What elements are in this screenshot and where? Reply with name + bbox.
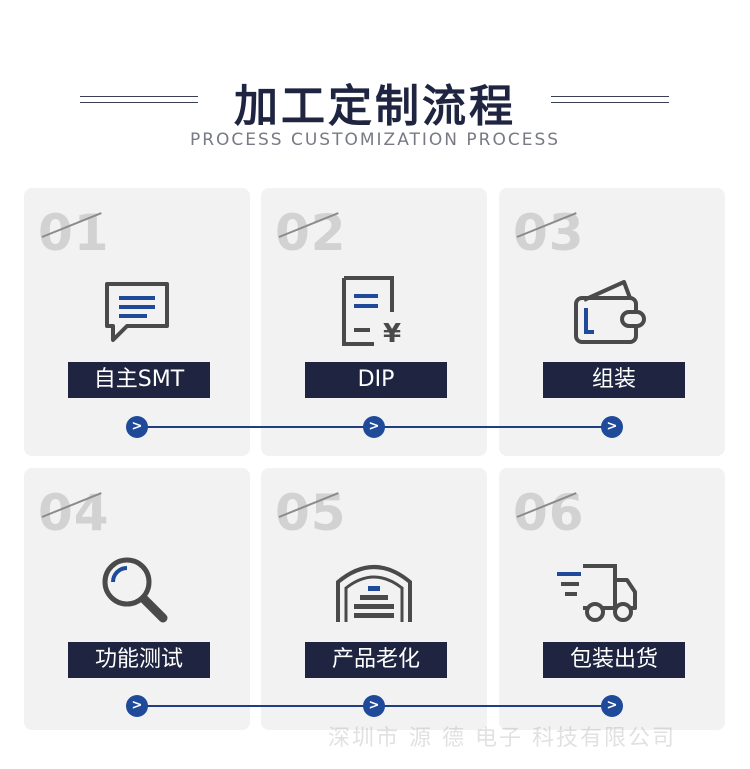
step-card-2: 02 ¥ DIP xyxy=(261,188,487,456)
page-title: 加工定制流程 xyxy=(234,81,516,132)
step-card-1: 01 自主SMT xyxy=(24,188,250,456)
header-decoration-left xyxy=(80,96,198,104)
step-label: 自主SMT xyxy=(68,362,210,398)
warehouse-icon xyxy=(336,565,412,622)
step-label: DIP xyxy=(305,362,447,398)
flow-arrow-icon: > xyxy=(601,695,623,717)
step-label: 组装 xyxy=(543,362,685,398)
company-watermark: 深圳市 源 德 电子 科技有限公司 xyxy=(328,726,676,751)
truck-icon xyxy=(557,564,637,622)
step-label: 功能测试 xyxy=(68,642,210,678)
step-label: 产品老化 xyxy=(305,642,447,678)
page-header: 加工定制流程 PROCESS CUSTOMIZATION PROCESS xyxy=(0,0,750,170)
svg-text:¥: ¥ xyxy=(383,319,401,349)
step-card-5: 05 产品老化 xyxy=(261,468,487,730)
header-decoration-right xyxy=(551,96,669,104)
magnifier-icon xyxy=(102,557,168,623)
flow-arrow-icon: > xyxy=(126,695,148,717)
invoice-icon: ¥ xyxy=(342,276,401,349)
flow-arrow-icon: > xyxy=(363,695,385,717)
step-card-6: 06 包装出货 xyxy=(499,468,725,730)
wallet-icon xyxy=(574,280,646,344)
flow-arrow-icon: > xyxy=(126,416,148,438)
flow-arrow-icon: > xyxy=(363,416,385,438)
page-subtitle: PROCESS CUSTOMIZATION PROCESS xyxy=(189,130,561,150)
step-label: 包装出货 xyxy=(543,642,685,678)
step-card-4: 04 功能测试 xyxy=(24,468,250,730)
step-card-3: 03 组装 xyxy=(499,188,725,456)
flow-arrow-icon: > xyxy=(601,416,623,438)
chat-icon xyxy=(105,282,169,342)
